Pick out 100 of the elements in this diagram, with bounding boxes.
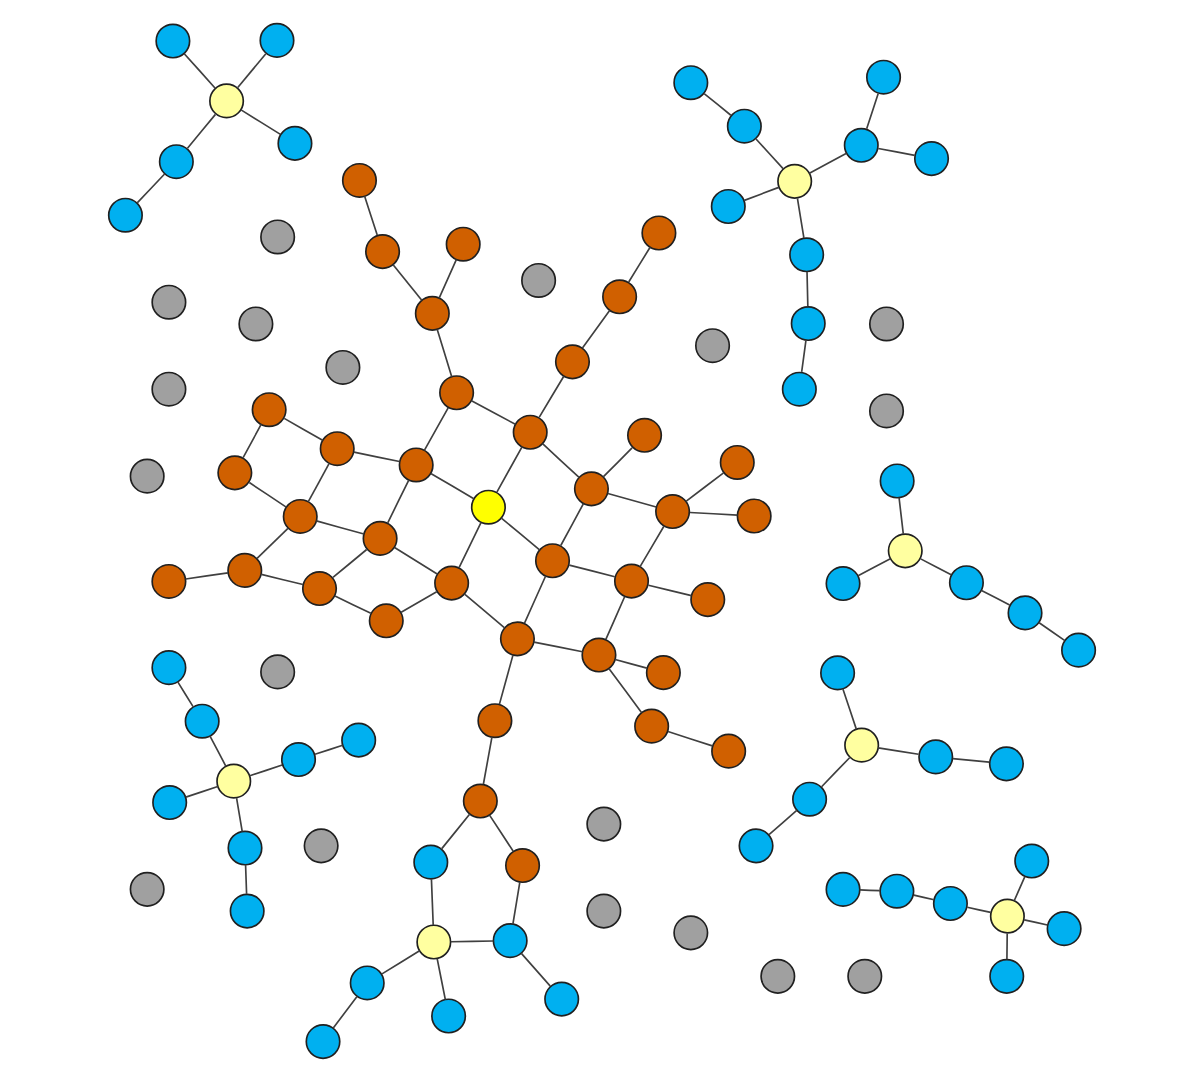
node-circle	[461, 783, 497, 819]
node-circle	[154, 23, 190, 59]
connector	[313, 744, 343, 756]
node-circle	[585, 893, 621, 929]
connector	[481, 736, 492, 785]
node-circle	[361, 520, 397, 556]
connector	[259, 573, 303, 586]
node-circle	[259, 219, 295, 255]
node-circle	[824, 566, 860, 602]
node-circle	[791, 781, 827, 817]
connector	[499, 517, 540, 551]
connector	[606, 492, 657, 508]
connector	[428, 472, 474, 500]
connector	[607, 667, 642, 714]
node-circle	[776, 163, 812, 199]
node-circle	[150, 563, 186, 599]
connector	[487, 814, 514, 853]
connector	[532, 641, 583, 653]
connector	[352, 451, 400, 463]
connector	[646, 584, 692, 597]
node-circle	[819, 655, 855, 691]
connector	[742, 186, 779, 202]
node-circle	[276, 125, 312, 161]
node-circle	[279, 741, 316, 778]
connector	[208, 735, 226, 767]
node-circle	[672, 915, 708, 951]
node-circle	[397, 447, 433, 483]
connector	[807, 152, 847, 175]
node-circle	[987, 746, 1023, 782]
connector	[497, 654, 513, 705]
connector	[558, 502, 584, 547]
connector	[435, 328, 452, 378]
node-circle	[654, 494, 690, 530]
connector	[437, 258, 457, 299]
node-circle	[640, 215, 676, 251]
node-circle	[304, 1024, 340, 1060]
node-circle	[259, 654, 295, 690]
connector	[314, 520, 364, 535]
node-circle	[931, 885, 967, 922]
node-circle	[128, 458, 164, 494]
node-circle	[846, 958, 882, 994]
connector	[511, 881, 520, 925]
connector	[135, 173, 165, 204]
connector	[819, 756, 850, 788]
connector	[684, 472, 724, 502]
node-circle	[150, 371, 186, 407]
connector	[182, 52, 216, 90]
connector	[235, 52, 266, 89]
node-circle	[413, 295, 449, 331]
connector	[248, 764, 282, 777]
node-circle	[226, 830, 262, 866]
node-circle	[438, 375, 474, 411]
node-circle	[572, 471, 608, 507]
node-circle	[612, 563, 649, 599]
connector	[331, 995, 357, 1029]
connector	[666, 730, 713, 747]
connector	[435, 958, 446, 1001]
connector	[805, 271, 808, 307]
node-circle	[1045, 911, 1081, 947]
connector	[841, 688, 857, 730]
node-circle	[150, 650, 186, 686]
connector	[580, 309, 610, 349]
connector	[613, 658, 647, 669]
node-circle	[710, 733, 746, 769]
node-circle	[878, 873, 914, 909]
connector	[604, 595, 625, 641]
connector	[688, 511, 738, 516]
node-circle	[430, 998, 466, 1034]
connector	[362, 195, 378, 236]
node-circle	[633, 708, 669, 744]
node-circle	[520, 262, 556, 299]
connector	[876, 746, 919, 756]
connector	[979, 589, 1010, 606]
node-circle	[228, 893, 264, 929]
connector	[799, 339, 806, 373]
node-circle	[694, 328, 730, 364]
node-circle	[601, 279, 637, 315]
node-circle	[216, 455, 252, 491]
node-circle	[718, 444, 754, 481]
node-circle	[988, 898, 1024, 934]
connector	[448, 940, 494, 943]
connector	[856, 557, 891, 577]
node-circle	[444, 226, 480, 262]
node-circle	[824, 871, 860, 907]
connector	[469, 399, 516, 426]
node-circle	[553, 344, 590, 380]
connector	[422, 407, 448, 452]
node-circle	[340, 162, 376, 198]
connector	[183, 572, 228, 580]
connector	[519, 952, 551, 987]
node-circle	[318, 431, 354, 467]
node-circle	[250, 392, 286, 428]
node-circle	[843, 727, 879, 763]
node-circle	[878, 463, 914, 499]
node-circle	[1060, 632, 1096, 668]
node-circle	[780, 371, 816, 407]
node-circle	[128, 871, 164, 907]
connector	[385, 479, 409, 524]
node-circle	[150, 284, 186, 320]
node-circle	[689, 582, 725, 618]
